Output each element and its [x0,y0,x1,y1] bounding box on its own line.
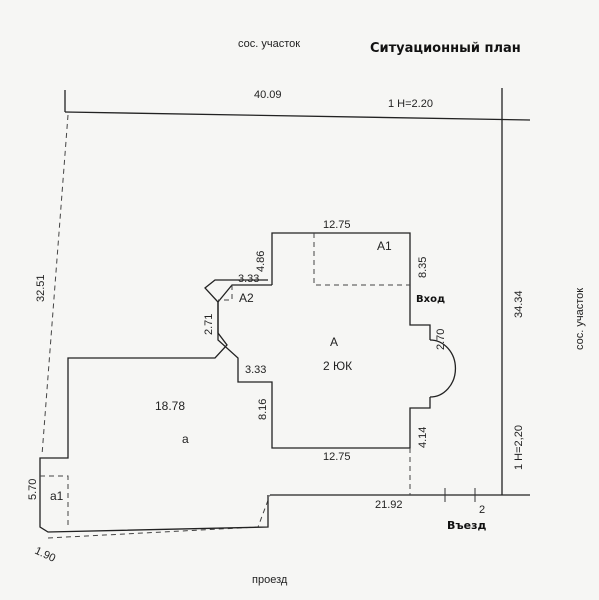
driveway-label: Въезд [447,519,487,532]
annex-a1-label: А1 [377,239,392,253]
building-main-type: 2 ЮК [323,359,352,373]
dim-bottom-boundary: 21.92 [375,499,403,511]
dim-a1-left-height: 5.70 [27,479,39,500]
fence-top-label: 1 Н=2.20 [388,98,433,110]
dim-house-upper-left: 4.86 [255,251,267,272]
annex-a2-label: А2 [239,291,254,305]
dim-a2-width: 3.33 [238,273,259,285]
outbuilding-a1-label: а1 [50,489,64,503]
dim-house-mid-step: 3.33 [245,364,266,376]
dim-house-left: 8.16 [257,399,269,420]
dim-house-bottom: 12.75 [323,451,351,463]
entrance-label: Вход [416,294,445,305]
annex-a2-outline [218,285,233,301]
neighbor-top-label: сос. участок [238,38,300,50]
dim-a2-height: 2.71 [203,314,215,335]
annex-a1-outline [313,233,410,286]
outbuilding-a1-outline [40,475,69,527]
dim-top-boundary: 40.09 [254,89,282,101]
building-main-label: А [330,335,338,349]
plan-title: Ситуационный план [370,41,521,56]
dim-a1-height: 8.35 [417,257,429,278]
dim-house-top: 12.75 [323,219,351,231]
fence-right-label: 1 Н=2,20 [513,425,525,470]
house-outline-top [271,232,431,340]
house-outline-bottom [217,284,431,449]
dim-corner-small: 1.90 [33,545,57,565]
boundary-top [64,111,531,121]
neighbor-right-label: сос. участок [574,288,586,350]
dim-porch: 2.70 [435,329,447,350]
outbuilding-a-label: а [182,432,189,446]
neighbor-bottom-label: проезд [252,574,288,586]
dim-right-boundary: 34.34 [513,290,525,318]
boundary-left [41,114,69,456]
dim-house-right-lower: 4.14 [417,427,429,448]
porch-arc [429,339,457,398]
dim-left-boundary: 32.51 [35,274,47,302]
dim-yard-a: 18.78 [155,399,185,413]
outbuilding-a-outline [39,279,269,533]
fence-bottom-mark: 2 [479,504,485,516]
